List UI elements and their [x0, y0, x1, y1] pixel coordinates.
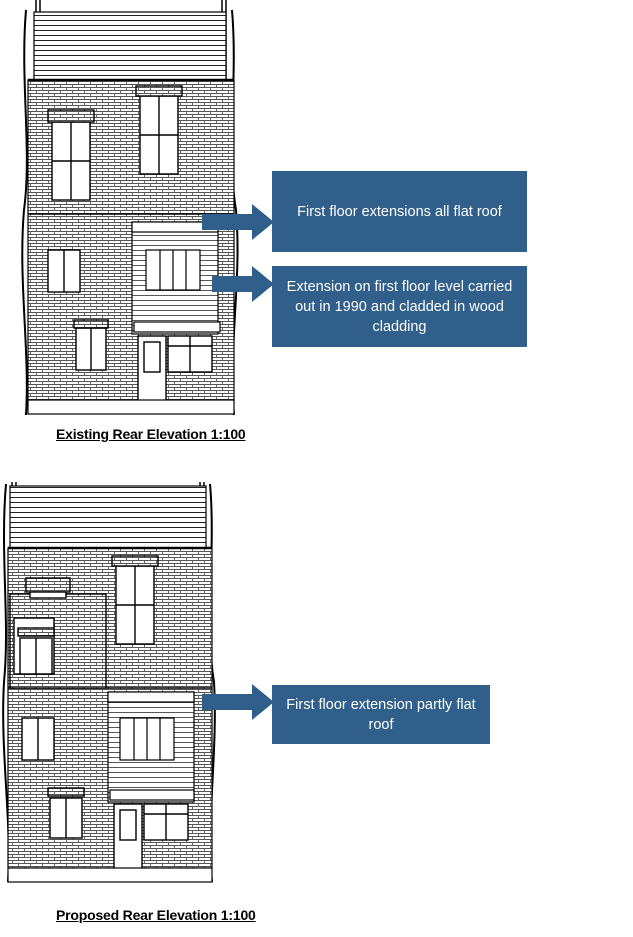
- new-extension: [9, 577, 107, 689]
- extension-cladding: [131, 221, 221, 335]
- extension-cladding: [107, 691, 195, 803]
- callout-proposed-flat-roof: First floor extension partly flat roof: [272, 685, 490, 744]
- back-door: [137, 335, 213, 409]
- proposed-elevation-drawing: [2, 482, 216, 883]
- upper-windows: [47, 85, 183, 201]
- callout-text: First floor extension partly flat roof: [286, 696, 476, 733]
- arrow-proposed-1: [202, 684, 274, 720]
- back-door: [113, 803, 189, 877]
- callout-existing-cladding: Extension on first floor level carried o…: [272, 266, 527, 347]
- roof: [9, 485, 207, 549]
- callout-text: First floor extensions all flat roof: [297, 203, 502, 220]
- upper-windows: [111, 555, 159, 645]
- existing-elevation-drawing: [21, 0, 239, 416]
- arrow-existing-1: [202, 204, 274, 240]
- existing-caption: Existing Rear Elevation 1:100: [56, 426, 246, 442]
- arrow-existing-2: [212, 266, 274, 302]
- proposed-caption: Proposed Rear Elevation 1:100: [56, 907, 256, 923]
- callout-text: Extension on first floor level carried o…: [286, 278, 513, 335]
- lower-windows: [47, 249, 109, 371]
- roof: [33, 11, 227, 81]
- callout-existing-flat-roof: First floor extensions all flat roof: [272, 171, 527, 252]
- lower-windows: [21, 717, 85, 839]
